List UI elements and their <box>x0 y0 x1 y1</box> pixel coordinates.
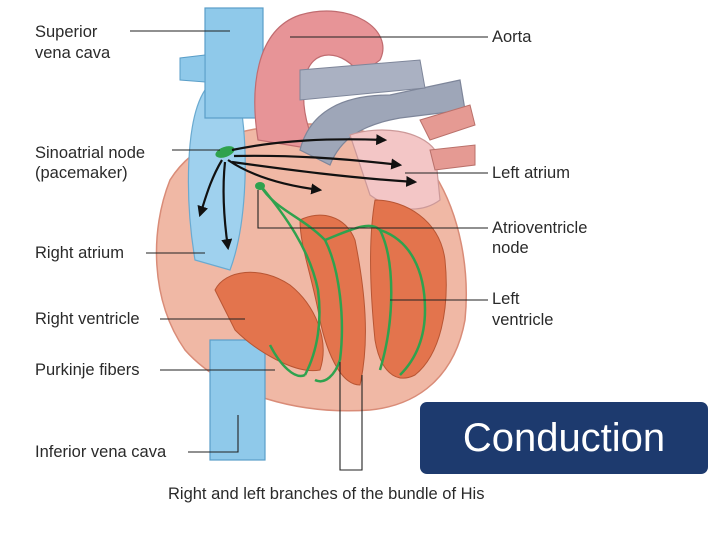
title-banner: Conduction <box>420 402 708 474</box>
label-right-atrium: Right atrium <box>35 244 124 262</box>
label-sa-line1: Sinoatrial node <box>35 144 145 162</box>
label-svc-line2: vena cava <box>35 44 111 62</box>
label-av-line1: Atrioventricle <box>492 219 587 237</box>
label-lv-line2: ventricle <box>492 311 553 329</box>
label-ivc: Inferior vena cava <box>35 443 167 461</box>
label-bundle-of-his: Right and left branches of the bundle of… <box>168 485 484 503</box>
label-lv-line1: Left <box>492 290 520 308</box>
label-sa-line2: (pacemaker) <box>35 164 128 182</box>
label-purkinje: Purkinje fibers <box>35 361 140 379</box>
label-svc-line1: Superior <box>35 23 98 41</box>
av-node-mark <box>255 182 265 190</box>
svc-branch <box>180 55 205 82</box>
label-left-atrium: Left atrium <box>492 164 570 182</box>
pulmonary-vein-2 <box>430 145 475 170</box>
label-right-ventricle: Right ventricle <box>35 310 140 328</box>
label-aorta: Aorta <box>492 28 532 46</box>
label-av-line2: node <box>492 239 529 257</box>
title-text: Conduction <box>463 416 665 461</box>
